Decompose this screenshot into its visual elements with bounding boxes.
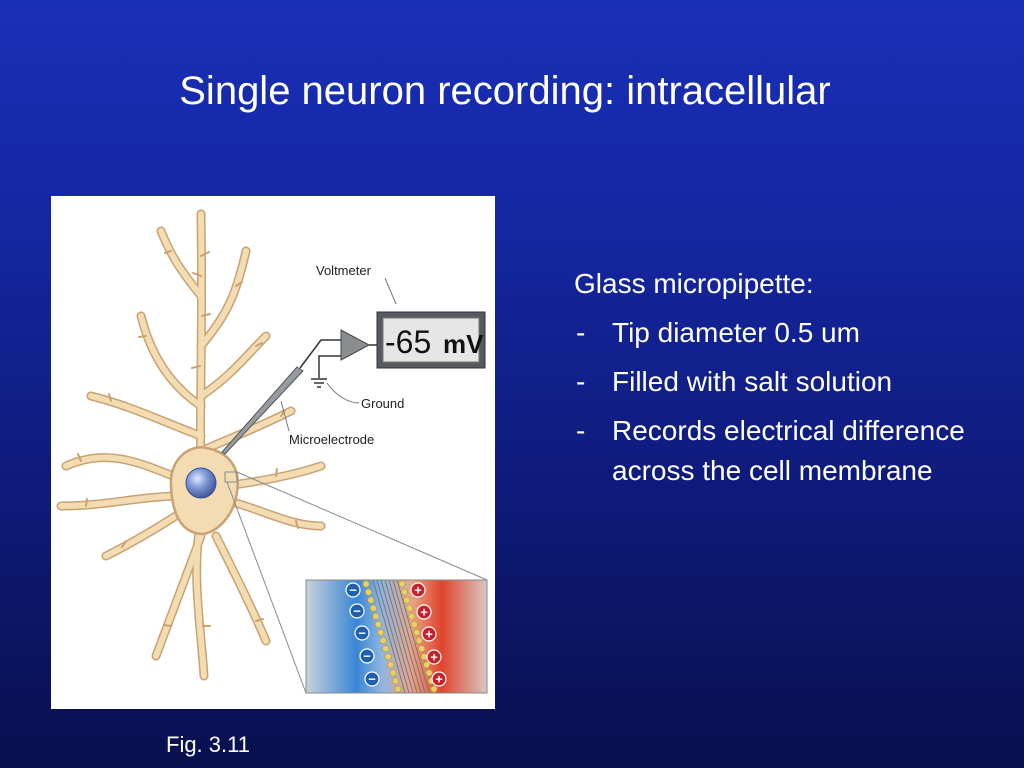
lipid-head — [398, 580, 406, 588]
ion-sign: − — [363, 649, 371, 664]
ion-sign: − — [353, 604, 361, 619]
lipid-head — [430, 685, 438, 693]
bullet-text: Tip diameter 0.5 um — [612, 317, 860, 348]
lipid-head — [372, 612, 380, 620]
bullet-text: Filled with salt solution — [612, 366, 893, 397]
ion-marker — [410, 582, 426, 598]
amplifier-triangle — [340, 329, 371, 361]
voltmeter-leader — [384, 277, 397, 305]
ion-sign: − — [358, 626, 366, 641]
ground-leader — [326, 382, 360, 404]
ion-marker — [364, 671, 380, 687]
neuron-illustration — [56, 209, 326, 681]
ion-sign: + — [414, 583, 422, 598]
lipid-head — [377, 628, 385, 636]
ion-sign: + — [430, 650, 438, 665]
ion-sign: + — [420, 605, 428, 620]
lipid-head — [418, 645, 426, 653]
lipid-head — [374, 620, 382, 628]
ion-marker — [431, 671, 447, 687]
list-item: - Filled with salt solution — [574, 362, 994, 402]
ion-sign: + — [435, 672, 443, 687]
list-item: - Records electrical difference across t… — [574, 411, 994, 491]
ion-marker — [354, 625, 370, 641]
bullet-dash: - — [576, 317, 586, 348]
neuron-illustration-svg: − − − − − + + + + + -65 mV Voltmeter Ground — [56, 209, 488, 694]
lipid-head — [410, 620, 418, 628]
meter-reading-value: -65 — [385, 324, 431, 360]
notes-panel: Glass micropipette: - Tip diameter 0.5 u… — [574, 264, 994, 500]
membrane-inset: − − − − − + + + + + — [305, 579, 488, 694]
ion-marker — [426, 649, 442, 665]
ion-marker — [421, 626, 437, 642]
label-microelectrode: Microelectrode — [289, 432, 374, 447]
lipid-head — [387, 661, 395, 669]
lipid-head — [389, 669, 397, 677]
lipid-head — [413, 628, 421, 636]
bullet-dash: - — [576, 366, 586, 397]
ground-symbol — [311, 378, 327, 388]
neuron-figure: − − − − − + + + + + -65 mV Voltmeter Ground — [51, 196, 495, 709]
ion-sign: + — [425, 627, 433, 642]
ion-marker — [349, 603, 365, 619]
notes-heading: Glass micropipette: — [574, 268, 814, 299]
lipid-head — [364, 588, 372, 596]
ion-marker — [416, 604, 432, 620]
meter-reading-unit: mV — [443, 329, 484, 359]
bullet-text: Records electrical difference across the… — [612, 415, 965, 486]
lipid-head — [379, 636, 387, 644]
microelectrode-leader — [280, 400, 290, 432]
lipid-head — [394, 685, 402, 693]
lipid-head — [415, 636, 423, 644]
lipid-head — [362, 580, 370, 588]
lipid-head — [384, 653, 392, 661]
lipid-head — [369, 604, 377, 612]
bullet-dash: - — [576, 415, 586, 446]
lipid-head — [423, 661, 431, 669]
microelectrode-pipette — [221, 366, 304, 455]
ion-marker — [345, 582, 361, 598]
lipid-head — [408, 612, 416, 620]
ion-marker — [359, 648, 375, 664]
nucleus — [185, 467, 217, 499]
lipid-head — [367, 596, 375, 604]
list-item: - Tip diameter 0.5 um — [574, 313, 994, 353]
ion-sign: − — [368, 672, 376, 687]
slide-title: Single neuron recording: intracellular — [179, 69, 831, 113]
voltmeter-display: -65 mV — [376, 311, 486, 369]
lipid-head — [425, 669, 433, 677]
lipid-head — [405, 604, 413, 612]
lipid-head — [382, 645, 390, 653]
lipid-head — [400, 588, 408, 596]
notes-bullet-list: - Tip diameter 0.5 um - Filled with salt… — [574, 313, 994, 491]
ion-sign: − — [349, 583, 357, 598]
figure-caption: Fig. 3.11 — [166, 732, 250, 757]
lipid-head — [403, 596, 411, 604]
electrode-wire — [299, 339, 341, 369]
label-ground: Ground — [361, 396, 404, 411]
label-voltmeter: Voltmeter — [316, 263, 372, 278]
lipid-head — [391, 677, 399, 685]
inset-guide-lines — [224, 471, 488, 694]
ground-wire — [318, 355, 341, 378]
